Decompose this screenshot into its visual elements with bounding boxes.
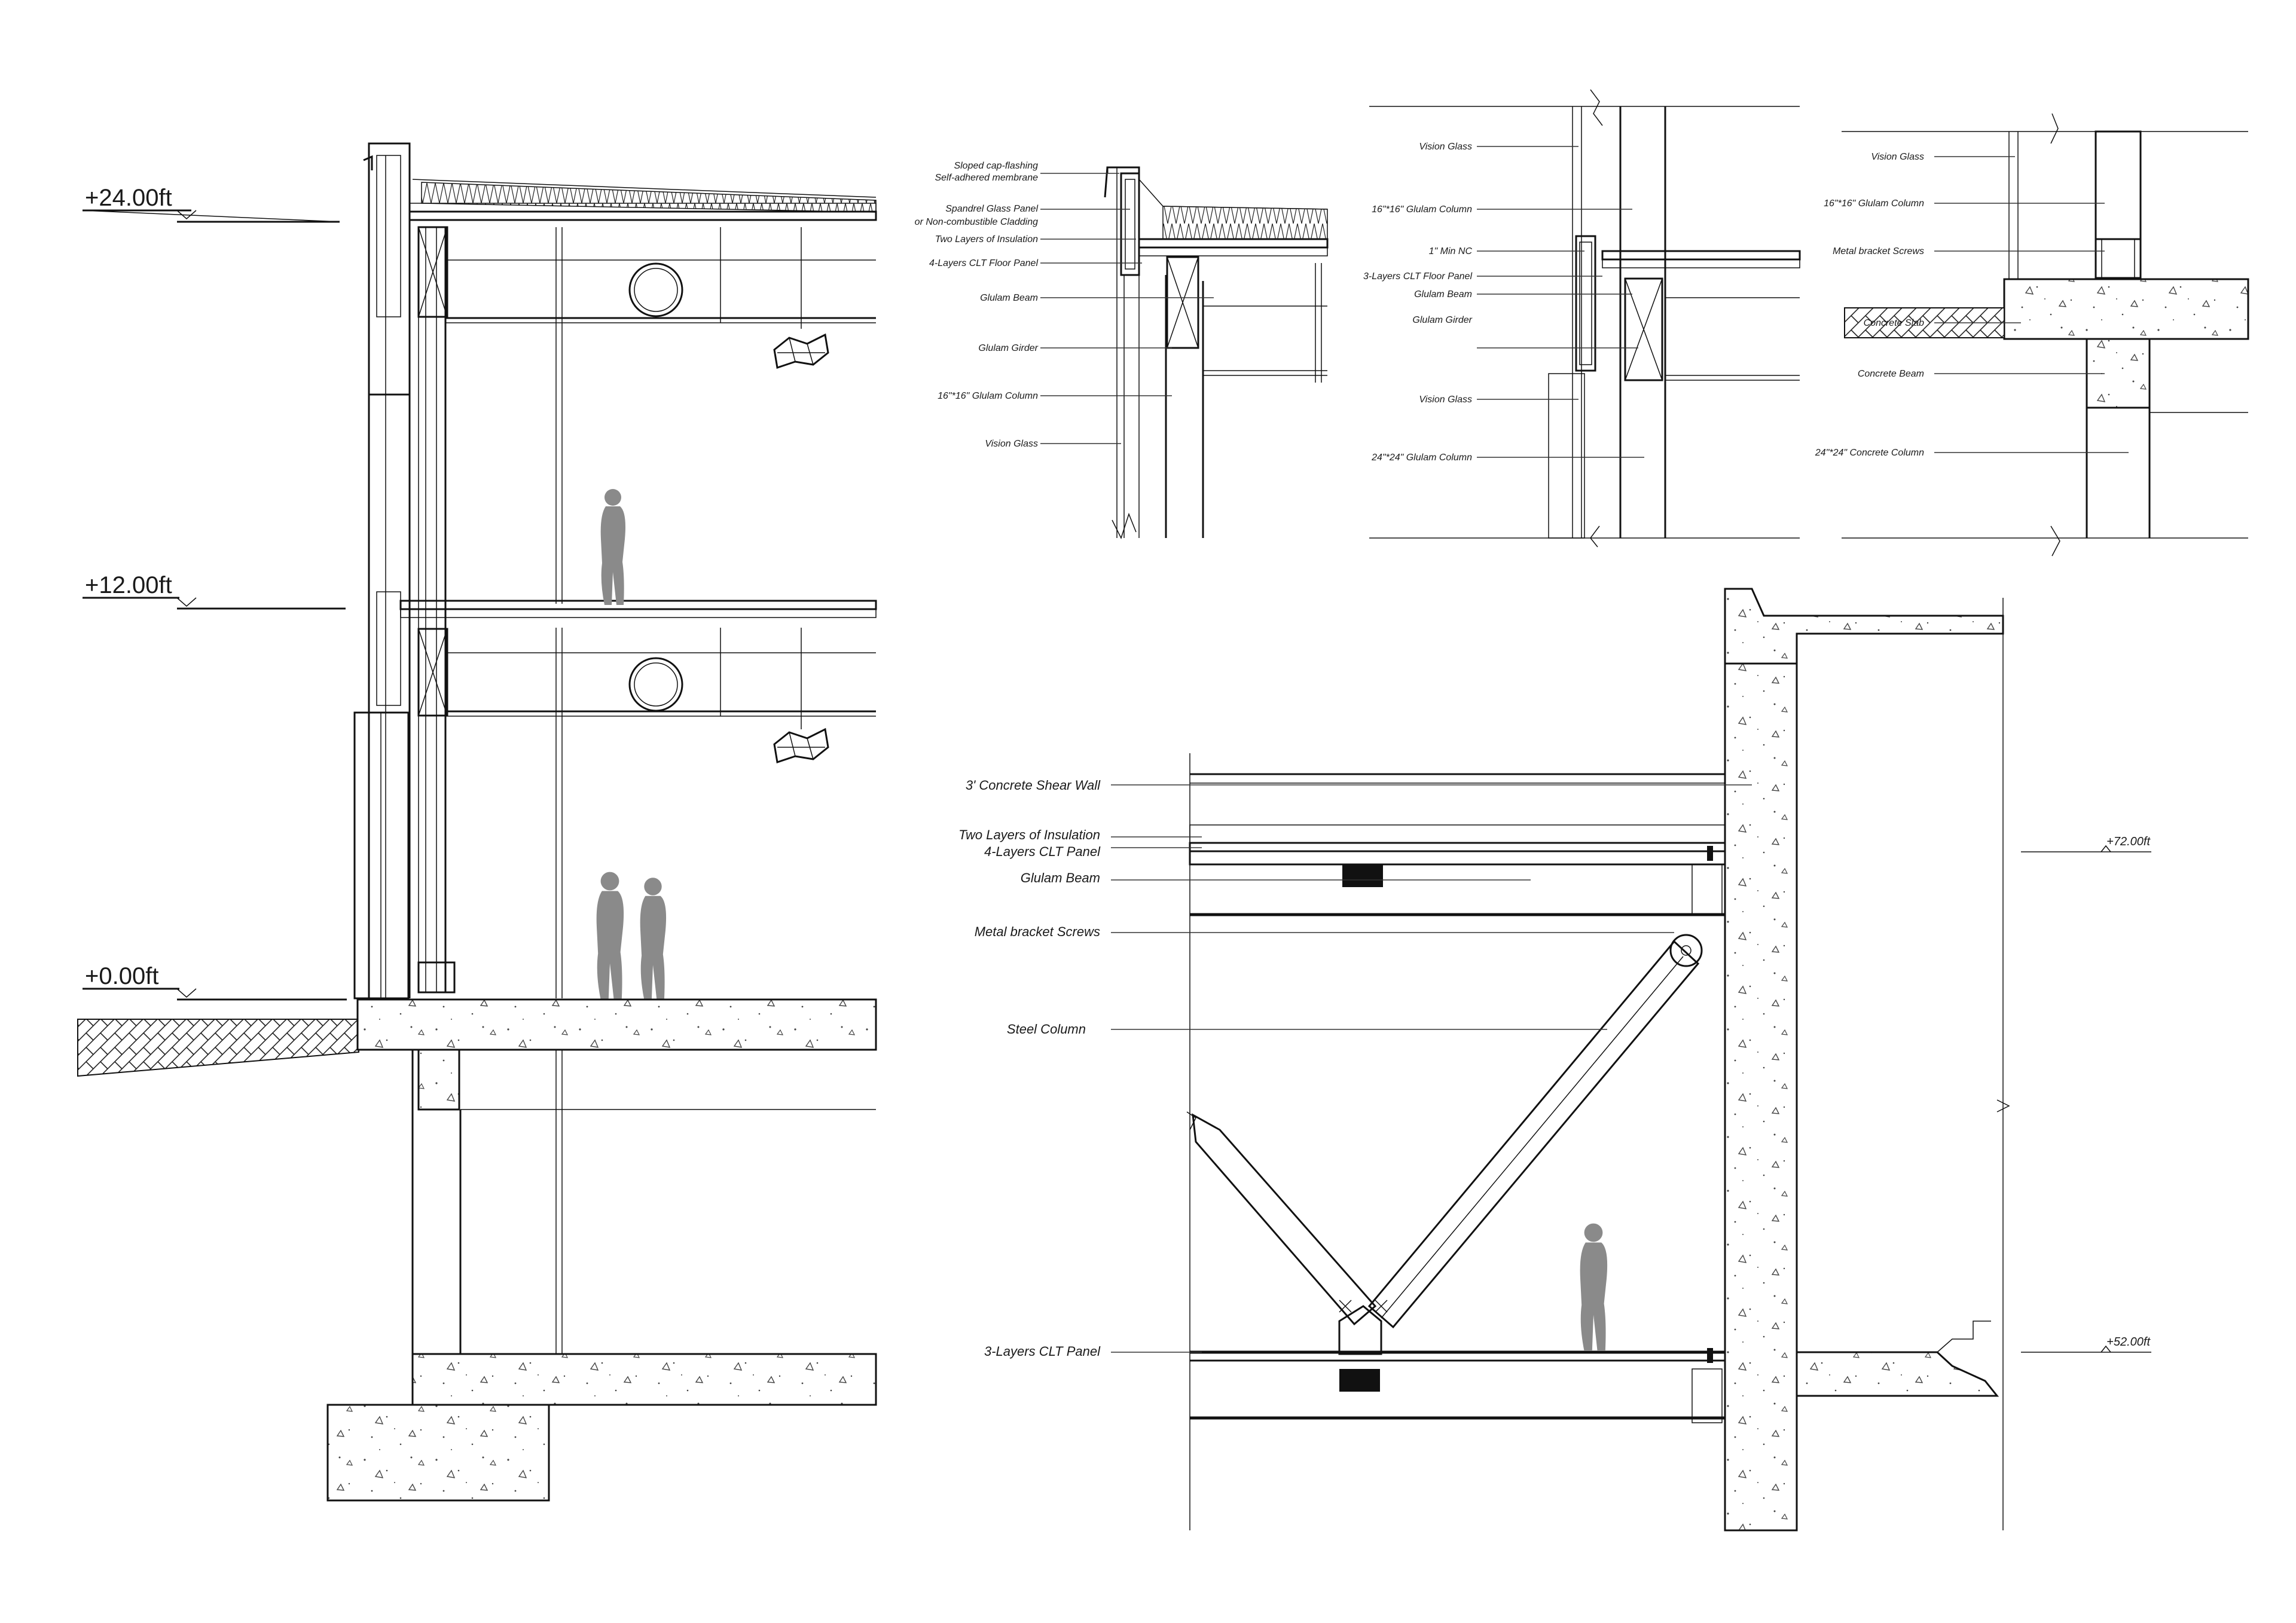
- label-spandrel-glass-panel: Spandrel Glass Panel: [945, 204, 1038, 214]
- label-non-combustible-cladding: or Non-combustible Cladding: [915, 217, 1038, 227]
- label-vision-glass: Vision Glass: [1871, 152, 1924, 162]
- level-marker-52ft: +52.00ft: [2021, 1335, 2151, 1353]
- label-3-layers-clt-floor-panel: 3-Layers CLT Floor Panel: [1363, 271, 1472, 282]
- label-glulam-beam: Glulam Beam: [1021, 870, 1100, 885]
- detail-floor-junction: Vision Glass 16"*16" Glulam Column 1" Mi…: [1363, 89, 1801, 548]
- label-4-layers-clt-panel: 4-Layers CLT Panel: [984, 844, 1101, 859]
- level-marker-24ft: +24.00ft: [82, 185, 340, 223]
- label-glulam-girder: Glulam Girder: [978, 343, 1038, 353]
- level-label-0ft: +0.00ft: [85, 963, 158, 989]
- level-label-52ft: +52.00ft: [2106, 1335, 2151, 1349]
- level-label-12ft: +12.00ft: [85, 572, 172, 598]
- ground-soil: [77, 1019, 359, 1077]
- floor-slab-12ft: [399, 600, 877, 717]
- label-vision-glass-bottom: Vision Glass: [1419, 395, 1472, 405]
- detail-roof-drawing: [1104, 166, 1329, 539]
- person-silhouette-upper: [600, 489, 625, 605]
- detail-roof-leaders: [1040, 173, 1214, 444]
- label-3-layers-clt-panel: 3-Layers CLT Panel: [984, 1344, 1101, 1359]
- detail-shear-wall-brace: 3' Concrete Shear Wall Two Layers of Ins…: [958, 588, 2151, 1532]
- duct-circle-lower: [628, 657, 683, 712]
- label-glulam-beam: Glulam Beam: [980, 293, 1038, 303]
- label-4-layers-clt-floor-panel: 4-Layers CLT Floor Panel: [929, 258, 1038, 268]
- detail-shear-leaders: [1111, 784, 1752, 1353]
- label-two-layers-insulation: Two Layers of Insulation: [935, 234, 1038, 244]
- ground-slab: [356, 998, 877, 1051]
- level-marker-72ft: +72.00ft: [2021, 835, 2151, 852]
- label-24x24-concrete-column: 24"*24" Concrete Column: [1815, 448, 1924, 458]
- pendant-light-lower: [773, 728, 829, 763]
- facade-wall: [353, 142, 456, 1000]
- detail-floor-leaders: [1477, 146, 1644, 458]
- person-silhouette-detail: [1580, 1223, 1608, 1351]
- roof-assembly: [408, 179, 877, 318]
- label-glulam-girder: Glulam Girder: [1412, 315, 1472, 325]
- level-marker-0ft: +0.00ft: [83, 963, 347, 1001]
- label-24x24-glulam-column: 24"*24" Glulam Column: [1371, 453, 1472, 463]
- detail-base-leaders: [1934, 156, 2129, 453]
- main-building-section: +24.00ft +12.00ft +0.00ft: [77, 142, 877, 1502]
- label-concrete-beam: Concrete Beam: [1858, 369, 1924, 379]
- label-vision-glass-top: Vision Glass: [1419, 142, 1472, 152]
- basement-slab: [411, 1353, 877, 1406]
- level-label-72ft: +72.00ft: [2106, 835, 2151, 848]
- label-metal-bracket-screws: Metal bracket Screws: [1833, 246, 1924, 256]
- detail-floor-drawing: [1369, 89, 1801, 548]
- detail-base-drawing: [1842, 113, 2249, 557]
- label-16x16-glulam-column: 16"*16" Glulam Column: [1372, 204, 1472, 215]
- label-two-layers-insulation: Two Layers of Insulation: [958, 827, 1100, 842]
- label-glulam-beam: Glulam Beam: [1414, 289, 1472, 299]
- ground-beam: [417, 1049, 460, 1111]
- footing: [326, 1404, 550, 1502]
- detail-column-base: Vision Glass 16"*16" Glulam Column Metal…: [1815, 113, 2249, 557]
- duct-circle-upper: [628, 262, 683, 317]
- pendant-light-upper: [773, 333, 829, 369]
- label-metal-bracket-screws: Metal bracket Screws: [975, 924, 1100, 939]
- label-16x16-glulam-column: 16"*16" Glulam Column: [1824, 198, 1924, 209]
- label-16x16-glulam-column: 16"*16" Glulam Column: [938, 391, 1038, 401]
- label-concrete-slab: Concrete Slab: [1864, 318, 1924, 328]
- label-sloped-cap-flashing: Sloped cap-flashing: [954, 161, 1038, 171]
- label-concrete-shear-wall: 3' Concrete Shear Wall: [966, 778, 1101, 793]
- label-self-adhered-membrane: Self-adhered membrane: [935, 173, 1038, 183]
- person-silhouette-ground-2: [640, 878, 667, 1000]
- detail-roof-edge: Sloped cap-flashing Self-adhered membran…: [915, 161, 1329, 539]
- label-1in-min-nc: 1" Min NC: [1429, 246, 1473, 256]
- label-steel-column: Steel Column: [1007, 1022, 1086, 1037]
- label-vision-glass: Vision Glass: [985, 439, 1038, 449]
- level-label-24ft: +24.00ft: [85, 185, 172, 211]
- detail-shear-drawing: [1186, 588, 2010, 1532]
- person-silhouette-ground-1: [596, 872, 624, 1000]
- level-marker-12ft: +12.00ft: [83, 572, 346, 610]
